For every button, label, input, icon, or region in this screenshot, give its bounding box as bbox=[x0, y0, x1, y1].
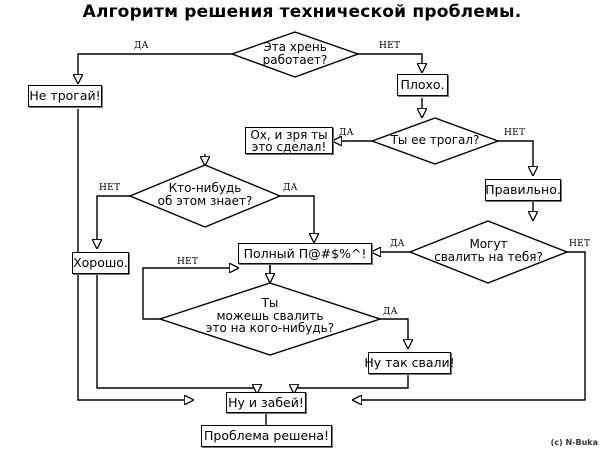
edge-label-works-no: НЕТ bbox=[379, 41, 401, 51]
decision-shape-touched bbox=[369, 117, 501, 165]
credit-text: (c) N-Buka bbox=[550, 438, 598, 447]
edge-label-knows-no: НЕТ bbox=[99, 183, 121, 193]
process-box-oh-in-vain-line1: Ох, и зря ты bbox=[250, 127, 328, 142]
process-box-bad[interactable]: Плохо. bbox=[397, 74, 448, 96]
decision-shape-canblame bbox=[157, 282, 383, 356]
process-box-dont-touch[interactable]: Не трогай! bbox=[28, 85, 102, 107]
process-box-total-mess[interactable]: Полный П@#$%^! bbox=[238, 243, 372, 264]
edge-label-touched-no: НЕТ bbox=[504, 128, 526, 138]
process-box-correct[interactable]: Правильно. bbox=[485, 179, 561, 201]
process-box-oh-in-vain[interactable]: Ох, и зря ты это сделал! bbox=[245, 127, 333, 154]
page-title: Алгоритм решения технической проблемы. bbox=[82, 2, 522, 22]
decision-shape-knows bbox=[128, 164, 282, 228]
edge-label-works-yes: ДА bbox=[134, 41, 149, 51]
decision-shape-works bbox=[229, 31, 361, 78]
edge-label-canblame-yes: ДА bbox=[383, 307, 398, 317]
decision-shape-blameyou bbox=[408, 220, 569, 284]
process-box-solved[interactable]: Проблема решена! bbox=[201, 425, 332, 447]
process-box-oh-in-vain-line2: это сделал! bbox=[251, 139, 327, 154]
edge-label-blameyou-yes: ДА bbox=[390, 239, 405, 249]
process-box-dump-it[interactable]: Ну так свали! bbox=[364, 352, 455, 374]
edge-label-knows-yes: ДА bbox=[283, 183, 298, 193]
process-box-good[interactable]: Хорошо. bbox=[72, 252, 129, 274]
edge-label-canblame-no: НЕТ bbox=[177, 257, 199, 267]
edge-label-touched-yes: ДА bbox=[339, 128, 354, 138]
process-box-forget-it[interactable]: Ну и забей! bbox=[226, 392, 306, 413]
edge-label-blameyou-no: НЕТ bbox=[569, 239, 591, 249]
